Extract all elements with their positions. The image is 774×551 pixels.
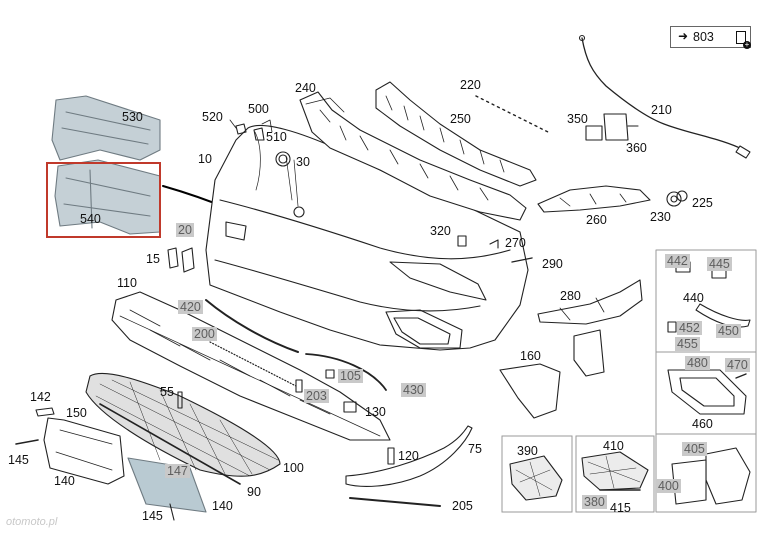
chrome-strip xyxy=(345,425,473,487)
emblem-ring xyxy=(275,151,291,167)
label-225: 225 xyxy=(692,196,713,210)
label-100: 100 xyxy=(283,461,304,475)
air-guide-530 xyxy=(51,95,161,161)
label-140-left: 140 xyxy=(54,474,75,488)
label-142: 142 xyxy=(30,390,51,404)
watermark: otomoto.pl xyxy=(6,516,58,528)
label-205: 205 xyxy=(452,499,473,513)
chrome-frame xyxy=(667,369,747,415)
label-260: 260 xyxy=(586,213,607,227)
label-145-bottom: 145 xyxy=(142,509,163,523)
label-145-left: 145 xyxy=(8,453,29,467)
label-540: 540 xyxy=(80,212,101,226)
label-75: 75 xyxy=(468,442,482,456)
label-415: 415 xyxy=(610,501,631,515)
label-455: 455 xyxy=(675,337,700,351)
label-520: 520 xyxy=(202,110,223,124)
bracket-260 xyxy=(537,185,651,213)
reference-box[interactable]: ➜ 803 xyxy=(670,26,751,49)
label-500: 500 xyxy=(248,102,269,116)
label-430: 430 xyxy=(401,383,426,397)
label-140-bottom: 140 xyxy=(212,499,233,513)
label-390: 390 xyxy=(517,444,538,458)
label-240: 240 xyxy=(295,81,316,95)
label-320: 320 xyxy=(430,224,451,238)
air-guide-540 xyxy=(54,159,161,235)
arrow-right-icon: ➜ xyxy=(678,29,689,43)
bumper-carrier xyxy=(299,91,527,221)
label-10: 10 xyxy=(198,152,212,166)
label-15: 15 xyxy=(146,252,160,266)
label-380: 380 xyxy=(582,495,607,509)
label-250: 250 xyxy=(450,112,471,126)
label-445: 445 xyxy=(707,257,732,271)
label-105: 105 xyxy=(338,369,363,383)
label-120: 120 xyxy=(398,449,419,463)
label-460: 460 xyxy=(692,417,713,431)
label-147: 147 xyxy=(165,464,190,478)
side-trim xyxy=(499,363,561,419)
label-405: 405 xyxy=(682,442,707,456)
label-130: 130 xyxy=(365,405,386,419)
label-160: 160 xyxy=(520,349,541,363)
label-420: 420 xyxy=(178,300,203,314)
label-55: 55 xyxy=(160,385,174,399)
label-350: 350 xyxy=(567,112,588,126)
bumper-cover xyxy=(205,124,529,351)
label-230: 230 xyxy=(650,210,671,224)
label-450: 450 xyxy=(716,324,741,338)
label-110: 110 xyxy=(117,276,137,290)
document-plus-icon xyxy=(736,31,751,49)
reinforcement-250 xyxy=(375,81,537,187)
label-203: 203 xyxy=(304,389,329,403)
selected-part-highlight xyxy=(46,162,161,238)
lower-frame xyxy=(111,291,391,441)
label-90: 90 xyxy=(247,485,261,499)
label-200: 200 xyxy=(192,327,217,341)
label-290: 290 xyxy=(542,257,563,271)
bracket-280 xyxy=(537,279,643,325)
wiring-harness xyxy=(581,37,745,151)
label-530: 530 xyxy=(122,110,143,124)
label-442: 442 xyxy=(665,254,690,268)
label-480: 480 xyxy=(685,356,710,370)
label-360: 360 xyxy=(626,141,647,155)
label-280: 280 xyxy=(560,289,581,303)
label-510: 510 xyxy=(266,130,287,144)
label-470: 470 xyxy=(725,358,750,372)
label-20: 20 xyxy=(176,223,194,237)
label-150: 150 xyxy=(66,406,87,420)
label-30: 30 xyxy=(296,155,310,169)
label-270: 270 xyxy=(505,236,526,250)
label-452: 452 xyxy=(677,321,702,335)
label-210: 210 xyxy=(651,103,672,117)
label-410: 410 xyxy=(603,439,624,453)
label-220: 220 xyxy=(460,78,481,92)
label-440: 440 xyxy=(683,291,704,305)
reference-number: 803 xyxy=(693,30,714,44)
label-400: 400 xyxy=(656,479,681,493)
